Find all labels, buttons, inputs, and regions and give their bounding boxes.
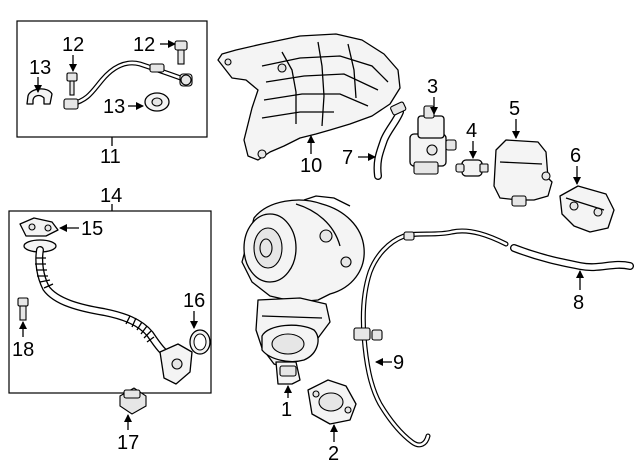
callout-12-left: 12 <box>62 34 84 56</box>
banjo-bolt-large <box>174 40 188 65</box>
vacuum-line <box>353 228 509 448</box>
callout-5: 5 <box>509 98 520 120</box>
callout-8: 8 <box>573 292 584 314</box>
wastegate-actuator <box>493 139 553 207</box>
o-ring <box>189 329 211 355</box>
callout-14: 14 <box>100 185 122 207</box>
retaining-clip <box>26 88 53 105</box>
sealing-washer <box>144 92 170 112</box>
callout-15: 15 <box>81 218 103 240</box>
callout-1: 1 <box>281 399 292 421</box>
callout-6: 6 <box>570 145 581 167</box>
oil-return-pipe <box>35 246 176 362</box>
callout-4: 4 <box>466 120 477 142</box>
callout-7: 7 <box>342 147 353 169</box>
callout-11: 11 <box>100 146 121 168</box>
turbo-gasket <box>307 379 357 425</box>
callout-3: 3 <box>427 76 438 98</box>
intake-hose <box>510 244 634 272</box>
banjo-bolt-small <box>66 72 78 96</box>
vacuum-hose <box>373 101 407 180</box>
callout-12-right: 12 <box>133 34 155 56</box>
return-line-lower-flange <box>159 343 193 385</box>
callout-17: 17 <box>117 432 139 454</box>
kit-box-14 <box>8 210 212 394</box>
callout-16: 16 <box>183 290 205 312</box>
callout-13-left: 13 <box>29 57 51 79</box>
heat-shield <box>217 33 401 161</box>
mounting-bolt <box>119 387 147 415</box>
boost-control-solenoid <box>409 105 457 175</box>
callout-13-right: 13 <box>103 96 125 118</box>
callout-18: 18 <box>12 339 34 361</box>
turbocharger <box>241 195 365 385</box>
return-line-bracket <box>19 217 59 237</box>
callout-arrows <box>19 40 584 442</box>
callout-9: 9 <box>393 352 404 374</box>
actuator-bracket <box>559 185 615 233</box>
pressure-sensor <box>455 159 489 177</box>
return-line-bolt <box>17 297 29 321</box>
oil-feed-pipe <box>63 60 193 110</box>
callout-10: 10 <box>300 155 322 177</box>
callout-2: 2 <box>328 443 339 465</box>
